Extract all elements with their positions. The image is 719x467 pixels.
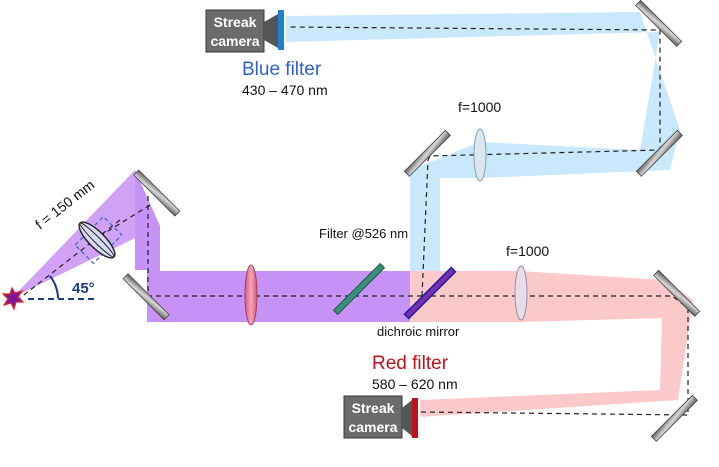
streak-camera-bottom: Streak camera [343, 395, 418, 439]
mirror-source-bottom [122, 273, 170, 321]
blue-filter-range: 430 – 470 nm [242, 82, 328, 98]
focal-length-bottom-label: f=1000 [506, 243, 549, 259]
mirror-blue-right [635, 129, 683, 177]
source-lens-group [74, 215, 123, 265]
streak-camera-top: Streak camera [205, 9, 284, 53]
red-filter-range: 580 – 620 nm [372, 376, 458, 392]
mirror-blue-top [635, 0, 683, 47]
camera-bottom-label-2: camera [348, 419, 397, 435]
camera-top-label-1: Streak [214, 14, 257, 30]
red-beam [410, 271, 693, 417]
filter-526-label: Filter @526 nm [319, 226, 408, 241]
lens-blue-path [473, 128, 487, 182]
mirror-red-bottom [650, 394, 698, 442]
mirror-blue-left [403, 129, 451, 177]
blue-beam [286, 12, 680, 271]
filter-526-element [332, 262, 386, 316]
mirror-source-top [133, 169, 181, 217]
dichroic-mirror-label: dichroic mirror [377, 324, 460, 339]
blue-filter-title: Blue filter [242, 59, 322, 80]
lens-red-path [514, 265, 528, 321]
lens-pink [244, 264, 258, 326]
mirror-red-top [653, 269, 701, 317]
source-star-icon [1, 286, 25, 311]
camera-bottom-label-1: Streak [352, 400, 395, 416]
dichroic-mirror-element [403, 266, 457, 320]
camera-top-label-2: camera [210, 33, 259, 49]
red-filter-title: Red filter [372, 353, 449, 374]
angle-label: 45° [72, 280, 95, 297]
angle-arc [49, 275, 59, 299]
focal-length-top-label: f=1000 [458, 99, 501, 115]
